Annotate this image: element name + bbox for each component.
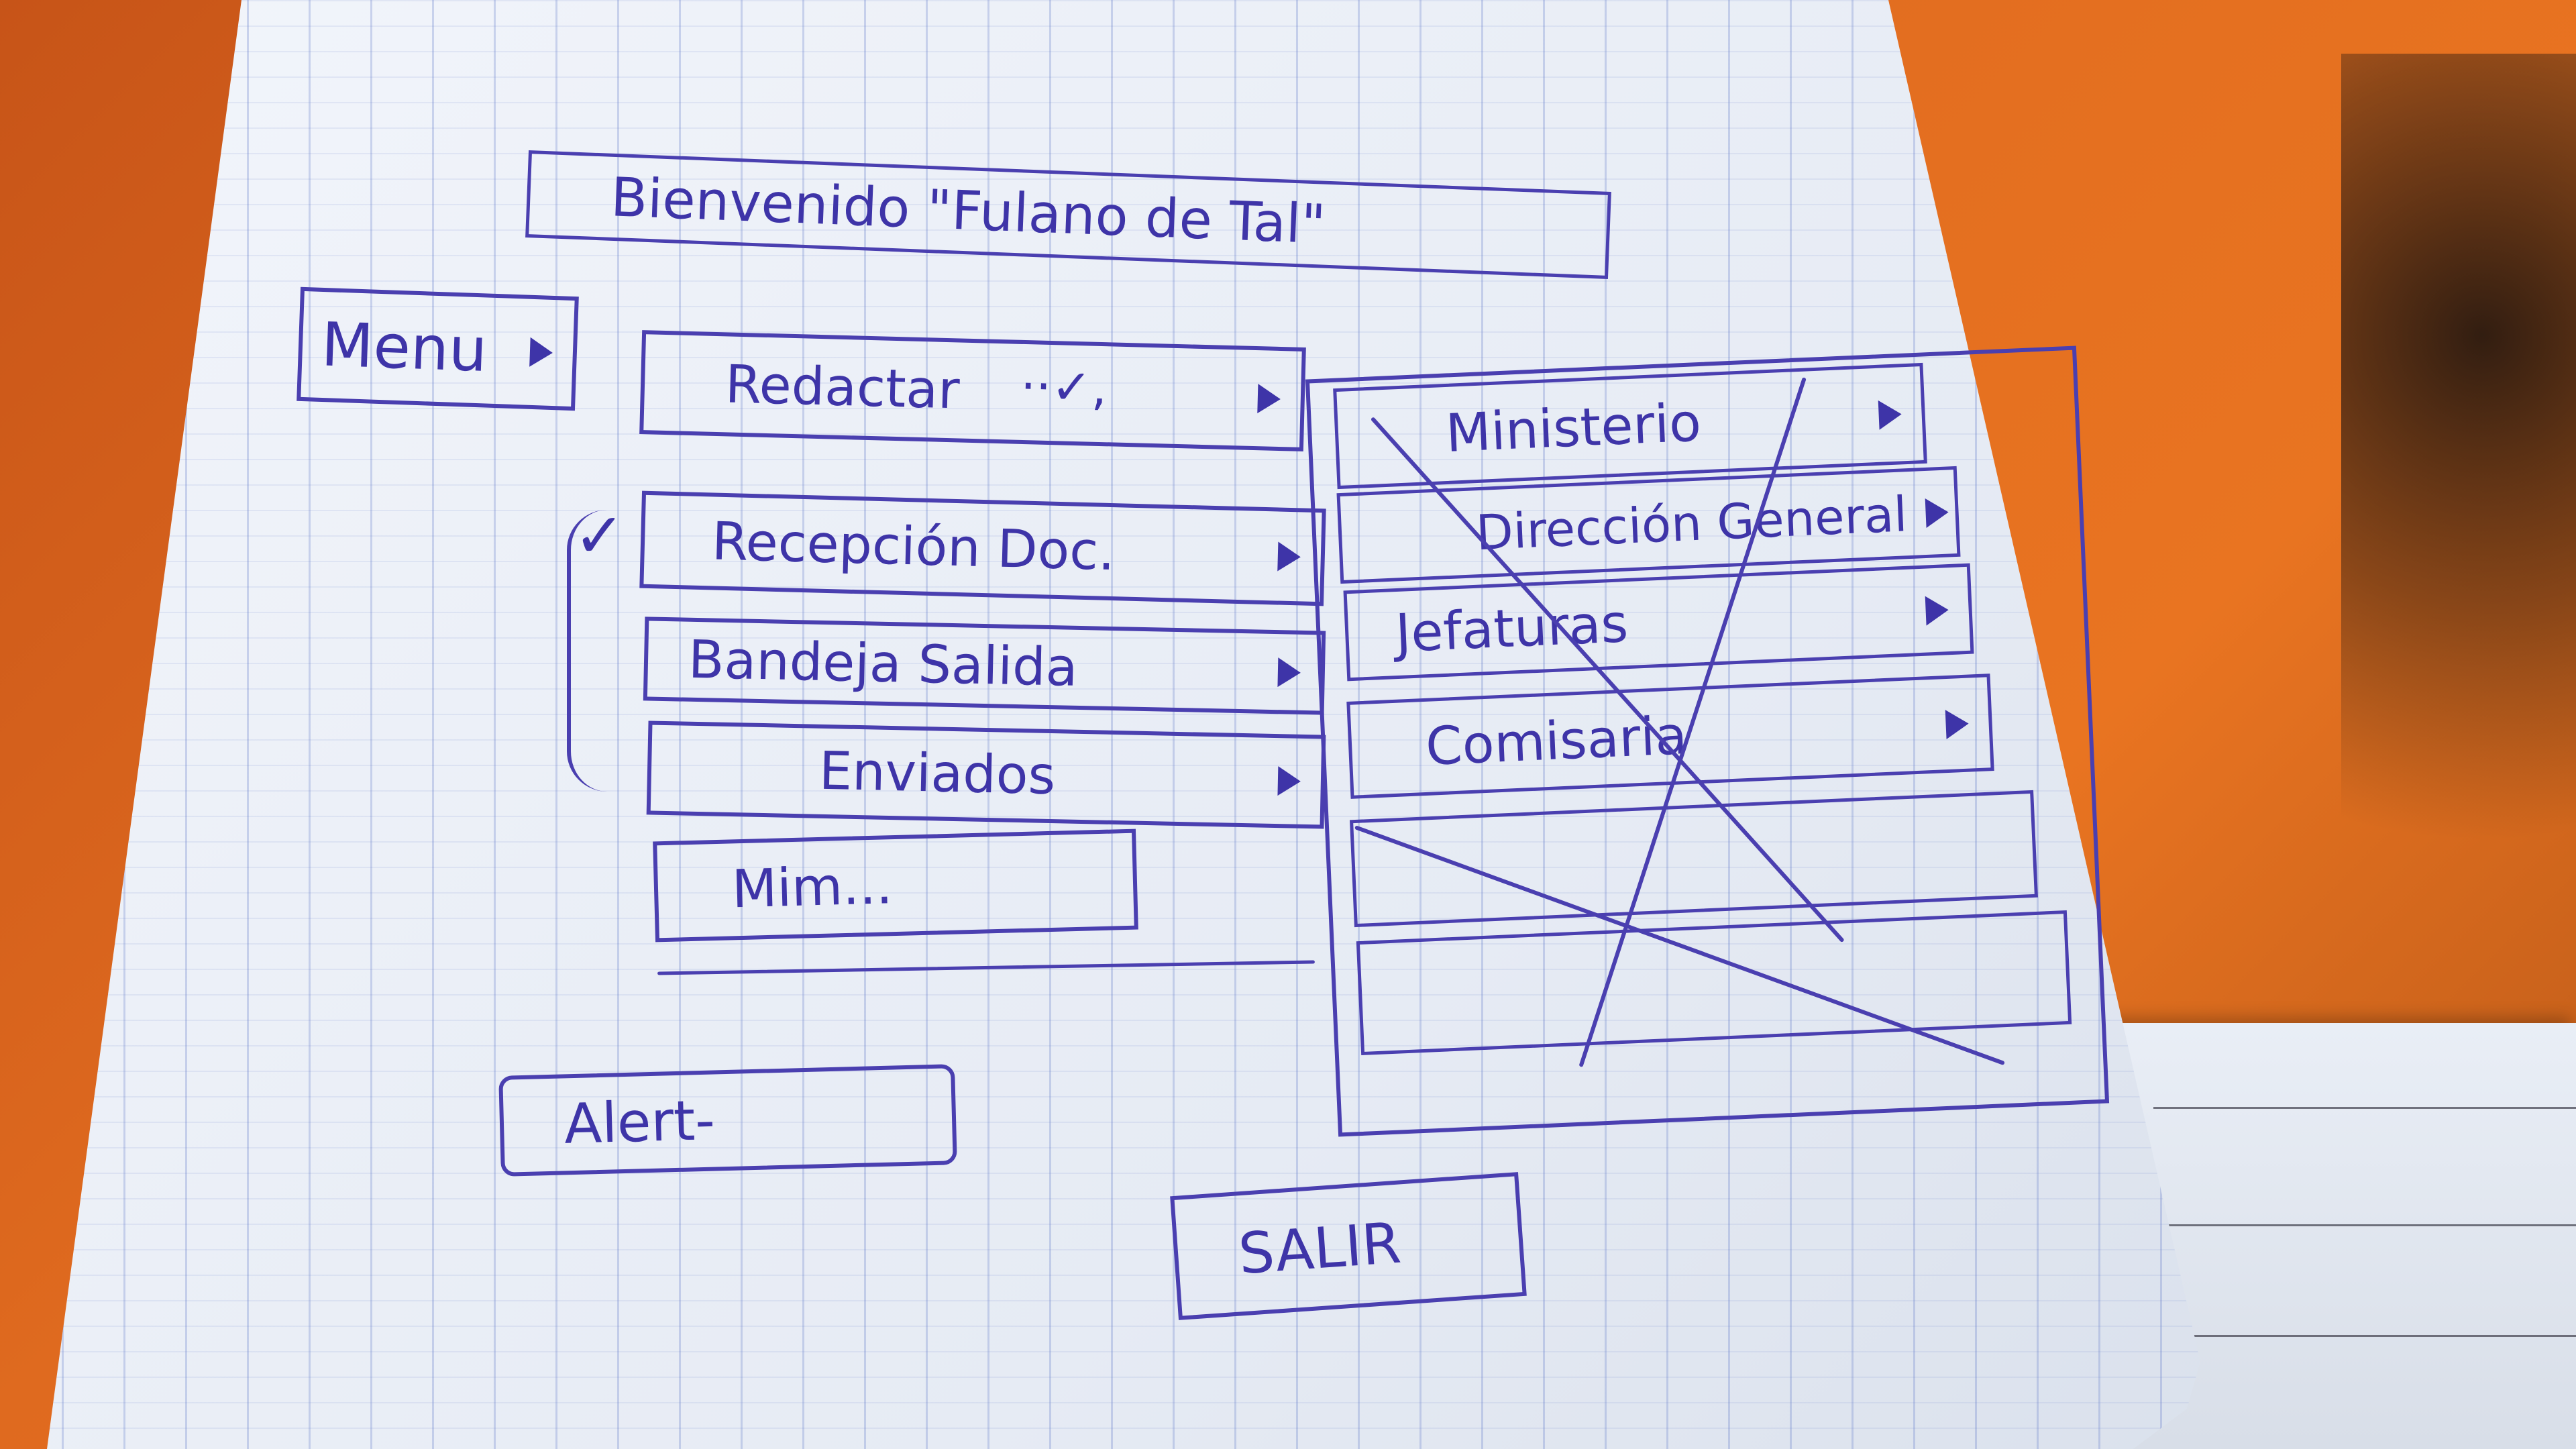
submenu-caret-icon — [1925, 594, 1949, 626]
alert-box: Alert- — [498, 1064, 957, 1177]
submenu-item-label: Dirección General — [1474, 485, 1909, 561]
ruled-line — [2153, 1107, 2576, 1109]
welcome-banner: Bienvenido "Fulano de Tal" — [525, 150, 1611, 279]
menu-item-mim[interactable]: Mim... — [653, 828, 1138, 943]
menu-item-label: Bandeja Salida — [688, 629, 1079, 698]
menu-item-label: Mim... — [731, 855, 894, 920]
exit-label: SALIR — [1236, 1210, 1403, 1287]
alert-label: Alert- — [563, 1089, 716, 1157]
menu-item-caret-icon — [1277, 766, 1301, 796]
underline-stroke — [657, 960, 1315, 975]
submenu-caret-icon — [1878, 399, 1902, 430]
desk-shadow — [2341, 54, 2576, 993]
menu-button[interactable]: Menu — [297, 286, 579, 411]
menu-item-enviados[interactable]: Enviados — [646, 720, 1326, 829]
exit-button[interactable]: SALIR — [1170, 1172, 1527, 1320]
menu-item-caret-icon — [1277, 657, 1301, 688]
menu-item-caret-icon — [1257, 383, 1281, 414]
welcome-text: Bienvenido "Fulano de Tal" — [609, 166, 1327, 256]
menu-item-caret-icon — [1277, 541, 1301, 572]
menu-caret-icon — [529, 337, 553, 368]
menu-item-bandeja-salida[interactable]: Bandeja Salida — [643, 616, 1326, 715]
submenu-caret-icon — [1925, 497, 1949, 528]
submenu-item-label: Jefaturas — [1394, 593, 1629, 664]
submenu-item-label: Comisaria — [1424, 705, 1688, 777]
menu-item-redactar[interactable]: Redactar ··✓, — [639, 330, 1306, 451]
menu-item-recepcion[interactable]: Recepción Doc. — [639, 490, 1326, 606]
submenu-item-label: Ministerio — [1444, 392, 1703, 464]
check-icon: ✓ — [574, 500, 626, 572]
ruled-line — [2153, 1335, 2576, 1337]
group-brace — [567, 510, 611, 792]
menu-label: Menu — [320, 309, 488, 386]
menu-item-label: Enviados — [818, 741, 1057, 807]
menu-item-check: ··✓, — [1020, 357, 1108, 417]
menu-item-label: Redactar — [724, 354, 961, 421]
submenu-caret-icon — [1945, 708, 1970, 739]
ruled-line — [2153, 1224, 2576, 1226]
menu-item-label: Recepción Doc. — [710, 511, 1116, 582]
